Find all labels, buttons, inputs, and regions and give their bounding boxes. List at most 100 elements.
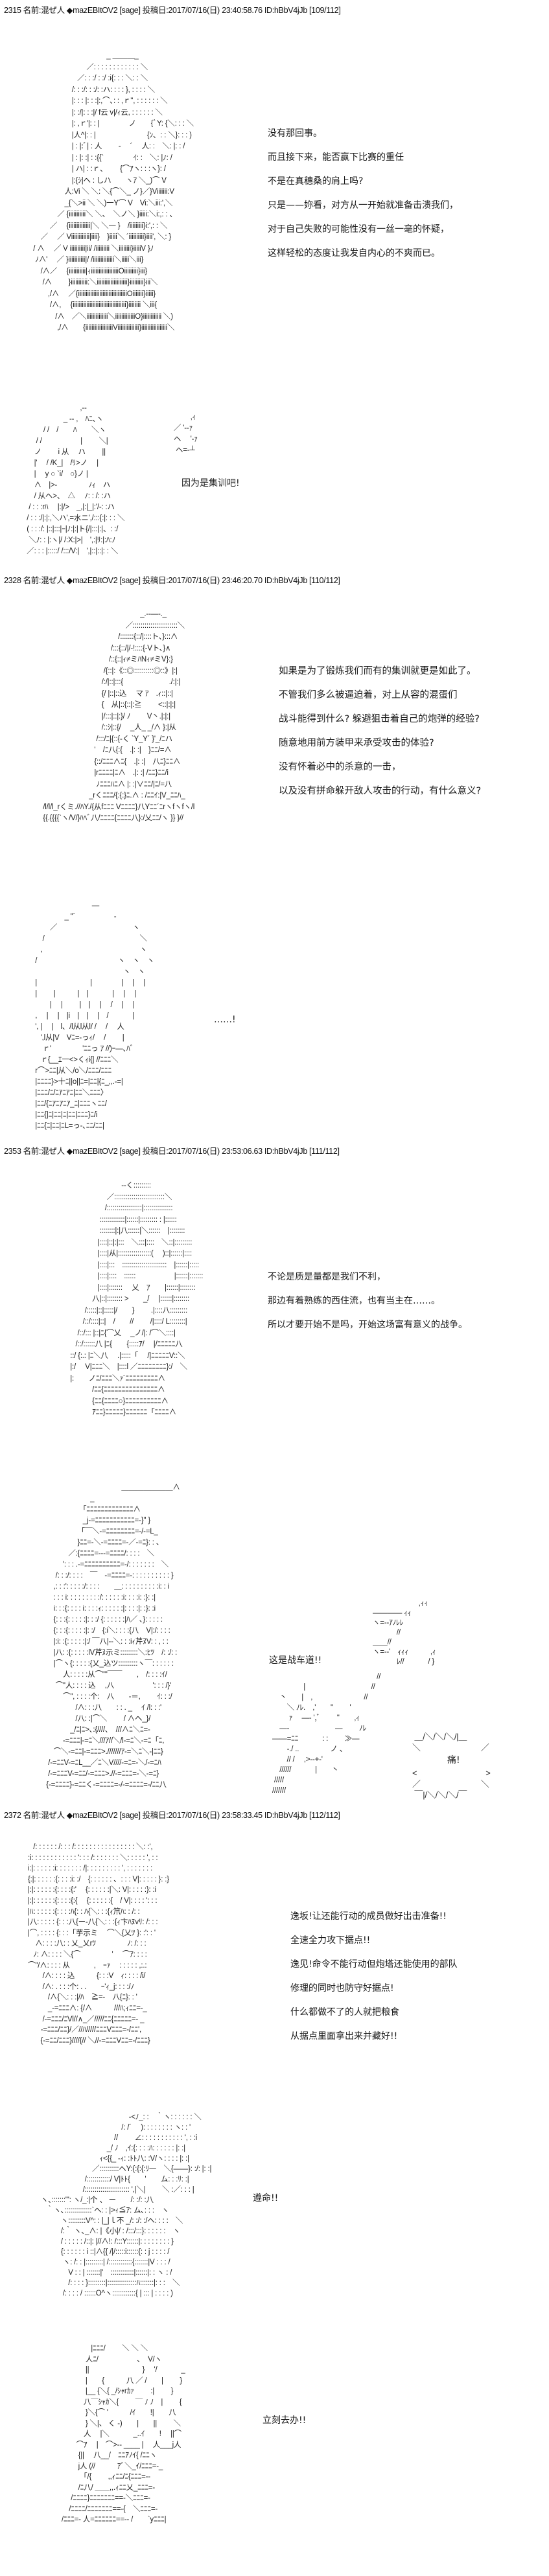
ascii-art-line: ': : : .-=ﾆﾆﾆﾆﾆﾆﾆﾆﾆﾆ=-/: : : : : : : ＼ (39, 1561, 169, 1569)
poster-id[interactable]: ID:hBbV4jJb (264, 1811, 307, 1820)
tripcode: ◆mazEBItOV2 (66, 6, 118, 15)
ascii-art-line: |八: : : : : {: : :八{ー-八{＼: : :{ｨ卞ﾊﾇvﾘ: /… (26, 1918, 158, 1927)
poster-name[interactable]: 混ぜ人 (41, 1811, 65, 1820)
ascii-art-explosion: // | // 丶 | , // ＼ ﾉﾚ. ,' '' ' ｧ ―‐ ',ﾞ … (272, 1672, 380, 1796)
ascii-art-line: < > (412, 1768, 491, 1778)
dialogue-line: 如果是为了锻炼我们而有的集训就更是如此了。 (279, 666, 476, 676)
poster-name[interactable]: 混ぜ人 (41, 1147, 65, 1156)
ascii-art-line: ／ ヽ (26, 924, 140, 932)
ascii-art-line: ＿＿// (373, 1639, 391, 1646)
ascii-art-character: _ ＿＿＿_ ／: : : : : : : : : : : : ＼ ／: : :… (26, 51, 194, 334)
ascii-art-line: |八: :{: : : : :lV芹ﾇ示ミ:::::::::＼:ﾋﾂ /: :/… (39, 1649, 178, 1657)
dialogue-line: 随意地用前方装甲来承受攻击的体验? (279, 738, 434, 748)
ascii-art-line: / / | ＼| (19, 437, 108, 445)
ascii-art-line: ヘ=-┴ (174, 446, 195, 454)
ascii-art-line: ' /ﾆ八{:{ .|: :| }ﾆﾆ/=∧ (36, 746, 172, 754)
ascii-art-line: _ (39, 1495, 95, 1502)
ascii-art-line: /: : : : / ::::::O^ヽ::::::::::::{ | ::: … (39, 2290, 173, 2297)
ascii-art-line: /::/::::::八 |ﾆ{ {:::::ｱ/ |/ﾆﾆﾆﾆﾆ八 (39, 1340, 183, 1348)
ascii-art-line: _ ''´ ‐ (26, 913, 117, 921)
ascii-art-line: /-=ﾆﾆﾆV-=ﾆﾆ/-=ﾆﾆﾆ>.//-=ﾆﾆﾆ=-＼-=ﾆ} (39, 1770, 159, 1778)
ascii-art-line: ∧ |>- ﾉｨ ハ (19, 481, 111, 489)
ascii-art-line: ｒ' 'ﾆﾆっ ｱ //)ｰ―､ﾊﾞ (26, 1045, 134, 1053)
ascii-art-line: ', | | l、/l从l从l/ / / 人 (26, 1023, 124, 1031)
ascii-art-line: ,-- (19, 404, 87, 412)
ascii-art-line: |::::|从|:::::::::::::::::( )::|::::::|::… (39, 1250, 193, 1258)
mail-field[interactable]: [sage] (119, 576, 141, 585)
ascii-art-line: _-=ﾆﾆﾆ∧: {/∧ ///ﾊ;ｨﾆﾆ=-_ (26, 2004, 147, 2012)
ascii-art-line: ｀ヽ､::::::::::::::`ヘ: : |>ｨ≦ｱ: ム､: : : ヽ (39, 2207, 169, 2214)
ascii-art-line: /::::::::::::::::::|::::::::::::::: (39, 1204, 173, 1212)
ascii-art-line: |: : : |: : :|:,⌒､: : ,ｒ'', : : : : : : … (26, 97, 168, 105)
post-count: [110/112] (309, 576, 340, 585)
dialogue-line: 只是——妳看，对方从一开始就准备击溃我们， (268, 200, 458, 211)
ascii-art-line: /-=ﾆﾆV-=ﾆL__／ﾆ＼V////-=ﾆ=-＼/-=ﾆﾊ (39, 1759, 161, 1767)
name-label: 名前: (23, 6, 41, 15)
ascii-art-line: /::::::::::::::::::::::: ',|＼| ＼ :／: : :… (39, 2186, 194, 2194)
ascii-art-line: ／ '--ｧ (174, 424, 193, 432)
ascii-art-line: ////// | 丶 (272, 1766, 339, 1774)
post-datetime: 2017/07/16(日) 23:46:20.70 (168, 576, 263, 585)
ascii-art-line: }＼{⌒ ' /ｲ !| 八 (62, 2409, 176, 2417)
ascii-art-line: |⌒ヽ{: : : : :{乂_込ツ::::::::::ヽ￣: : : : : … (39, 1660, 174, 1668)
ascii-art-line: _j-=ﾆﾆﾆﾆﾆﾆﾆﾆﾆﾆﾆ=-}'' } (39, 1517, 150, 1524)
ascii-art-line: | ハ| : :ｒ、 {⌒ｱヽ: : :ヽ}: / (26, 165, 166, 173)
ascii-art-line: ヽ=--ｱﾉﾚﾚ (373, 1619, 404, 1627)
ascii-art-line: /∧: : :八 : : . _ ｲ /l: : :' (39, 1704, 161, 1712)
ascii-art-line: // / ,>--+-' (272, 1756, 323, 1764)
ascii-art-line: _ ＿＿＿_ (26, 52, 139, 60)
ascii-art-line: |: ノﾆ/ﾆﾆﾆ＼ｧ´ﾆﾆﾆﾆﾆﾆﾆﾆﾆ∧ (39, 1374, 165, 1383)
ascii-art-line: ///// (272, 1777, 284, 1784)
ascii-art-line: {|| 八__/ ﾆﾆｱﾉｲ{ /ﾆﾆヽ (62, 2452, 157, 2459)
dialogue-block: 逸坂!让还能行动的成员做好出击准备!!全速全力攻下据点!!逸见!命令不能行动但炮… (290, 1910, 458, 2054)
ascii-art-line: ﾉ∧' ／ }iiiiiiiiiii|/ /iiiiiiiiiiiiii＼iii… (26, 256, 144, 264)
mail-field[interactable]: [sage] (119, 6, 141, 15)
ascii-art-line: ＼ ／ (412, 1743, 489, 1753)
poster-name[interactable]: 混ぜ人 (41, 6, 65, 15)
ascii-art-line: |' / /K_| /ﾘ>ノ | (19, 459, 99, 467)
ascii-art-line: V : : | :::::::|' ::::::::::::|::::::|: … (39, 2269, 172, 2277)
ascii-art-line: 「/{ ,,ｨﾆﾆ/ﾆ{ﾆﾆﾆ=-- (62, 2473, 150, 2481)
ascii-art-line: |__ {＼{ _/ｼｬrｶｧ :| } (62, 2387, 174, 2395)
ascii-art-line: /{::|:《::◎::::::::::◎::》|:| (36, 667, 178, 675)
date-label: 投稿日: (142, 1811, 169, 1820)
tripcode: ◆mazEBItOV2 (66, 1147, 118, 1156)
ascii-art-line: ＿＿＿＿＿＿＿∧ (39, 1484, 180, 1491)
ascii-art-line: ﾉﾆﾆﾆﾊﾆ∧ |: :|∨ﾆﾆ/|ﾆ/=八 (36, 780, 172, 788)
ascii-art-line: /∧ ／＼iiiiiiiiiiiiii＼iiiiiiiiiiiiiO}iiiii… (26, 312, 173, 321)
ascii-art-line: /::/::: |::|ﾆ{⌒乂 _ノ/|: /⌒＼::::| (39, 1329, 176, 1337)
ascii-art-line: {-=ﾆﾆﾆﾆ}-=ﾆﾆく-=ﾆﾆﾆﾆ=-/-=ﾆﾆﾆﾆ=-/ﾆﾆ八 (39, 1781, 167, 1789)
poster-id[interactable]: ID:hBbV4jJb (264, 6, 307, 15)
ascii-art-line: | // (272, 1683, 375, 1691)
dialogue-line: 不是在真穗桑的肩上吗? (268, 176, 364, 187)
ascii-art-line: ⌒＼-=ﾆﾆ|-=ﾆﾆﾆ>.///////ｱ-=＼ﾆ＼-|ﾆﾆ} (39, 1748, 163, 1756)
ascii-art-line: /::/::::|::| / // /|::::/ L::::::::| (39, 1318, 187, 1326)
ascii-art-line: // (373, 1629, 401, 1637)
ascii-art-line: |ﾊ: : : : : :{: : : :ﾊ{: : ﾊ{＼: : :{ｨ笊ﾊ:… (26, 1907, 140, 1916)
poster-id[interactable]: ID:hBbV4jJb (264, 1147, 307, 1156)
ascii-art-line: |::::|:::: :::::: |::::::|::::::: (39, 1272, 204, 1280)
ascii-art-line: |::::|::: ::::::::::::::::::::::: |:::::… (39, 1261, 199, 1269)
ascii-art-line: |:|: : : : : :{: : : :{:{ {: : : : : :{ … (26, 1896, 158, 1905)
dialogue-line: 遵命!! (253, 2193, 279, 2203)
ascii-art-line: ヘ '-ｧ (174, 435, 198, 443)
ascii-art-line: |::::|::::::: 乂 ｱ |::::::|:::::::: (39, 1283, 196, 1292)
ascii-art-line: ｨ<{{_ -ｨ: :ﾄﾄ八: :V/ヽ: : : : |: :| (39, 2155, 189, 2163)
ascii-art-line: _{＼>ii ＼ ＼)一Y⌒ V Vi:＼iii:',＼ (26, 199, 173, 207)
ascii-art-line: ::::::::|:|八::::::|＼:::::: |:::::::: (39, 1227, 185, 1235)
post-datetime: 2017/07/16(日) 23:40:58.76 (168, 6, 263, 15)
ascii-art-line: ,: : :': : : : :/: : : : ＿: : : : : : : … (39, 1583, 170, 1591)
dialogue-line: 所以才要开始不是吗，开始这场富有意义的战争。 (268, 1320, 467, 1330)
mail-field[interactable]: [sage] (119, 1811, 141, 1820)
ascii-art-line: 「￣＼-=ﾆﾆﾆﾆﾆﾆﾆﾆ=-/-=L_ (39, 1528, 158, 1535)
ascii-art-line: {: : :{: : : : :|: : :/ {: : : : : :|ﾊ／ … (39, 1616, 163, 1624)
mail-field[interactable]: [sage] (119, 1147, 141, 1156)
dialogue-line: 以及没有拼命躲开敌人攻击的行动，有什么意义? (279, 786, 482, 796)
poster-name[interactable]: 混ぜ人 (41, 576, 65, 585)
ascii-art-line: ノ i 从 ハ || (19, 448, 106, 456)
ascii-art-line: {: : : : : : i ::|∧{{ /|/:::::i::::::{: … (39, 2248, 170, 2256)
ascii-art-line: |: ,ｒ'|: : | ノ {ﾞY: {＼: : : ＼ (26, 120, 194, 128)
poster-id[interactable]: ID:hBbV4jJb (264, 576, 307, 585)
ascii-art-line: / ＼ (26, 935, 147, 943)
